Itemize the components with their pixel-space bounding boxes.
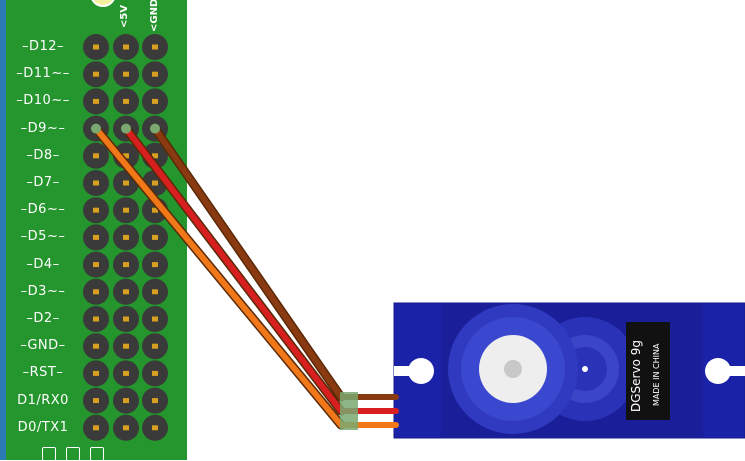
header-pin [142,387,168,414]
board-icon-1 [42,447,56,461]
header-pins [83,34,168,441]
pin-label: –D6~– [20,202,66,218]
header-pin [142,306,168,332]
header-pin [142,360,168,387]
servo-connector [340,392,358,430]
header-pin [113,306,139,332]
board-edge [0,0,6,460]
header-pin [113,34,139,60]
servo-motor[interactable] [393,302,745,439]
header-pin [83,251,109,278]
servo-label-plate [626,322,670,420]
wire-power[interactable] [123,125,344,414]
header-pin [83,142,109,169]
board-icon-3 [90,447,104,461]
header-pin [83,360,109,387]
header-pin [142,414,168,441]
pin-label: –D10~– [16,93,70,109]
wires [91,123,346,430]
pin-label: –D11~– [16,66,70,82]
pin-label: –D5~– [20,229,66,245]
header-pin [83,61,109,88]
header-pin [83,333,109,360]
wire-power-end [121,123,131,134]
top-component-icon [91,0,115,7]
header-pin [83,278,109,305]
pin-label: –D7– [26,175,60,190]
pin-label: –GND– [20,338,66,354]
header-pin [83,34,109,60]
header-pin [113,251,139,278]
header-pin [142,333,168,360]
servo-cable [338,392,399,430]
wire-ground-end [150,123,160,134]
board-icon-2 [66,447,80,461]
pin-label: –D2– [26,311,60,326]
pin-label: D0/TX1 [17,419,69,435]
header-pin [113,278,139,305]
header-pin [83,224,109,251]
header-pin [113,61,139,88]
header-pin [83,88,109,115]
header-pin [83,197,109,224]
servo-origin-label: MADE IN CHINA [652,343,661,406]
header-pin [83,170,109,196]
header-pin [113,333,139,360]
header-pin [113,360,139,387]
header-pin [113,88,139,115]
header-pin [113,224,139,251]
header-pin [113,414,139,441]
header-pin [142,251,168,278]
pin-label: –RST– [22,365,64,381]
header-pin [83,306,109,332]
header-pin [113,387,139,414]
pin-label: D1/RX0 [17,392,69,408]
column-label-5v: <5V [119,4,130,28]
pin-label: –D4– [26,256,60,272]
pin-label: –D8– [26,147,60,163]
header-pin [142,34,168,60]
wire-signal[interactable] [93,125,344,428]
pin-label: –D12– [21,39,65,54]
wire-signal-end [91,123,101,134]
pin-label: –D3~– [20,283,66,299]
header-pin [142,278,168,305]
header-pin [83,414,109,441]
header-pin [113,197,139,224]
header-pin [142,61,168,88]
pin-label: –D9~– [20,120,66,136]
wire-ground[interactable] [152,125,344,400]
header-pin [142,224,168,251]
column-label-gnd: <GND [149,0,160,32]
servo-model-label: DGServo 9g [629,340,643,412]
header-pin [83,387,109,414]
header-pin [142,88,168,115]
